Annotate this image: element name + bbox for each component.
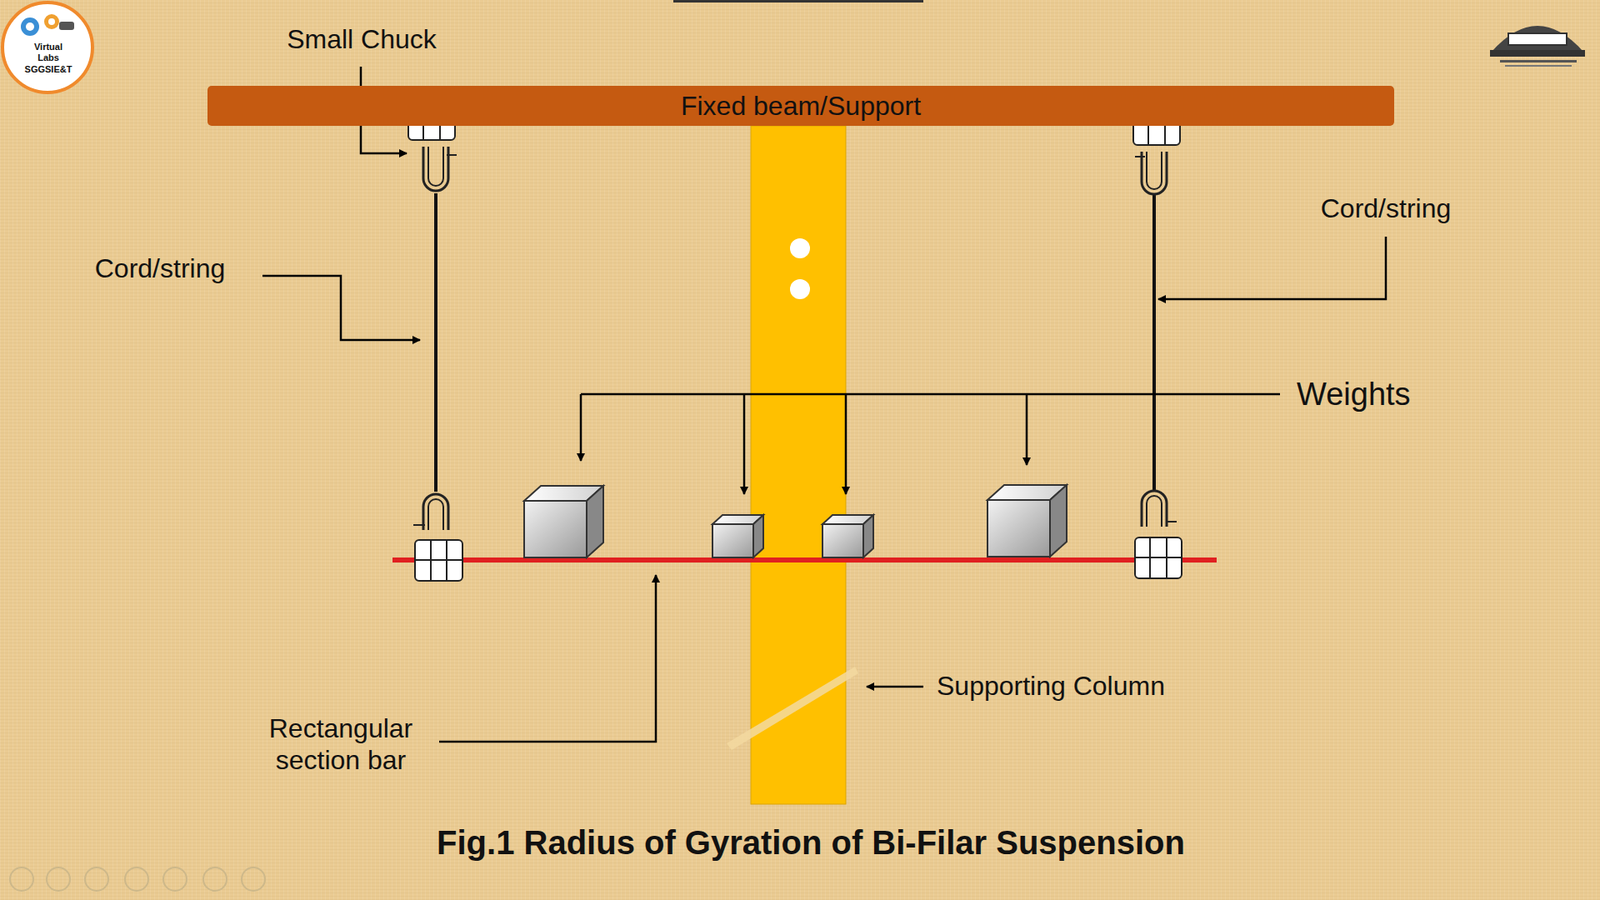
part-label: Small Chuck [286, 23, 437, 55]
virtual-labs-logo [2, 2, 93, 93]
column-hole [790, 238, 810, 259]
figure-caption: Fig.1 Radius of Gyration of Bi-Filar Sus… [436, 824, 1185, 862]
rectangular-bar [392, 557, 1217, 563]
leader-lines [262, 66, 1386, 742]
weight-block [712, 515, 764, 558]
weight-block [524, 485, 604, 558]
beam-label: Fixed beam/Support [680, 90, 921, 122]
part-label: Cord/string [95, 252, 226, 285]
weight-block [987, 485, 1067, 557]
part-label: Rectangular section bar [257, 712, 425, 777]
part-label: Weights [1296, 375, 1411, 415]
part-label: Cord/string [1320, 192, 1452, 225]
right-string [1152, 193, 1156, 490]
nav-icons [10, 867, 265, 891]
left-string [434, 193, 438, 492]
right-bottom-chuck [1135, 490, 1182, 579]
column-hole [790, 279, 810, 300]
institute-logo [1490, 25, 1585, 67]
break-mark [726, 666, 859, 750]
logo-text: Virtual Labs SGGSIE&T [22, 41, 75, 75]
beam-band: Fixed beam/Support [207, 85, 1395, 126]
part-label: Supporting Column [936, 670, 1165, 702]
weight-block [822, 515, 874, 558]
top-bar [673, 0, 924, 3]
left-bottom-chuck [413, 494, 463, 581]
